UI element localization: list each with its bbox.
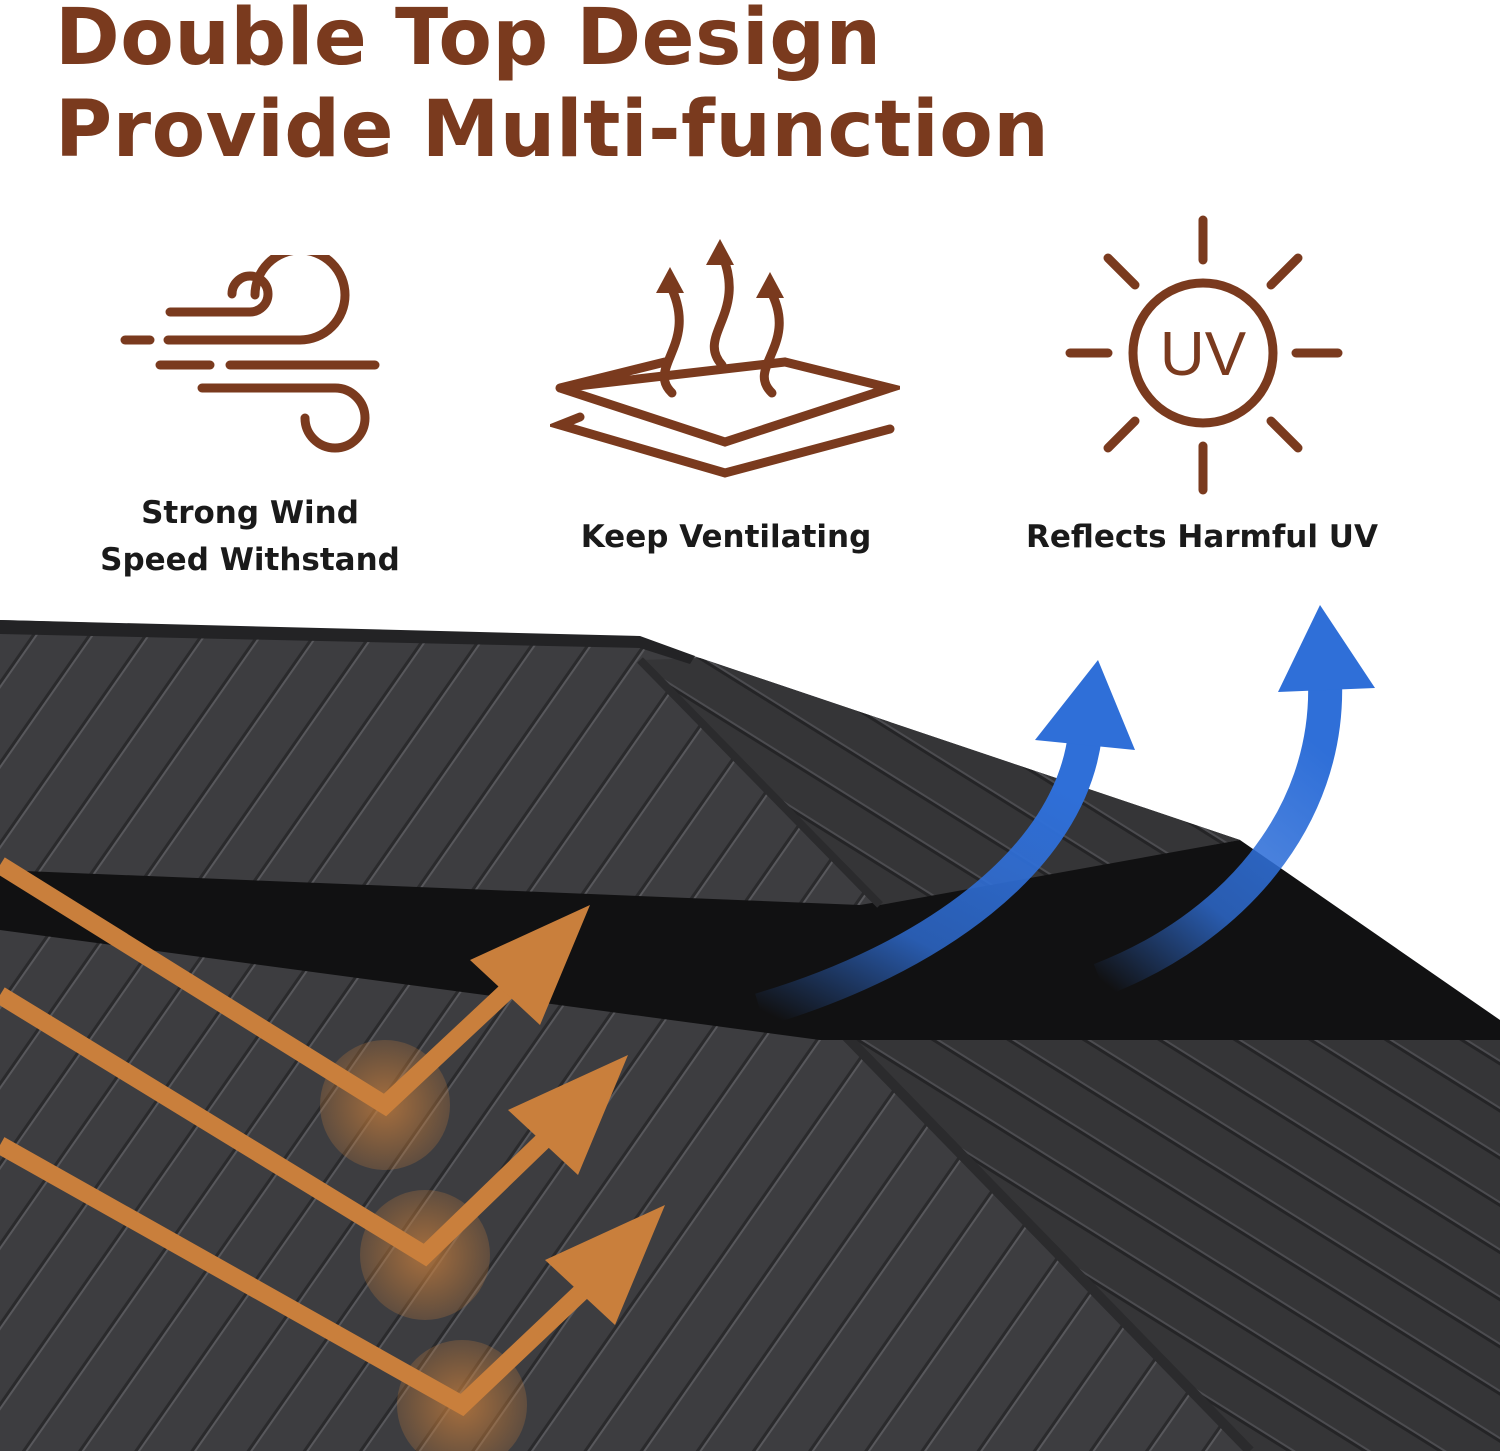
airflow-arrowhead-1 [1035,660,1135,750]
wind-label-line-1: Strong Wind [141,495,359,531]
title-line-2: Provide Multi-function [55,85,1050,175]
airflow-arrow-2 [1093,679,1343,996]
uv-icon-text: UV [1160,320,1247,389]
title-line-1: Double Top Design [55,0,882,83]
uv-label: Reflects Harmful UV [1026,519,1378,555]
feature-label-wind: Strong Wind Speed Withstand [40,490,460,584]
wind-arrowhead-2 [508,1055,628,1175]
ventilation-icon [550,239,900,478]
wind-label-line-2: Speed Withstand [100,542,400,578]
upper-roof-ridge [0,620,695,664]
wind-arrows [0,857,622,1417]
roof-illustration [0,605,1500,1451]
wind-icon [120,255,380,453]
airflow-arrowhead-2 [1278,605,1375,692]
lower-roof-side [840,1030,1500,1451]
airflow-arrow-1 [755,732,1102,1027]
wind-arrow-2 [0,987,582,1267]
wind-arrowhead-3 [545,1205,665,1325]
wind-arrowhead-1 [470,905,590,1025]
wind-arrow-3 [0,1137,622,1417]
ventilation-label: Keep Ventilating [580,519,872,555]
feature-label-ventilation: Keep Ventilating [516,514,936,561]
vent-gap [0,840,1500,1040]
sun-uv-icon: UV [1065,215,1343,495]
feature-label-uv: Reflects Harmful UV [992,514,1412,561]
page-title: Double Top Design Provide Multi-function [55,0,1049,176]
upper-roof-side [640,658,1240,905]
wind-arrow-1 [0,857,547,1117]
